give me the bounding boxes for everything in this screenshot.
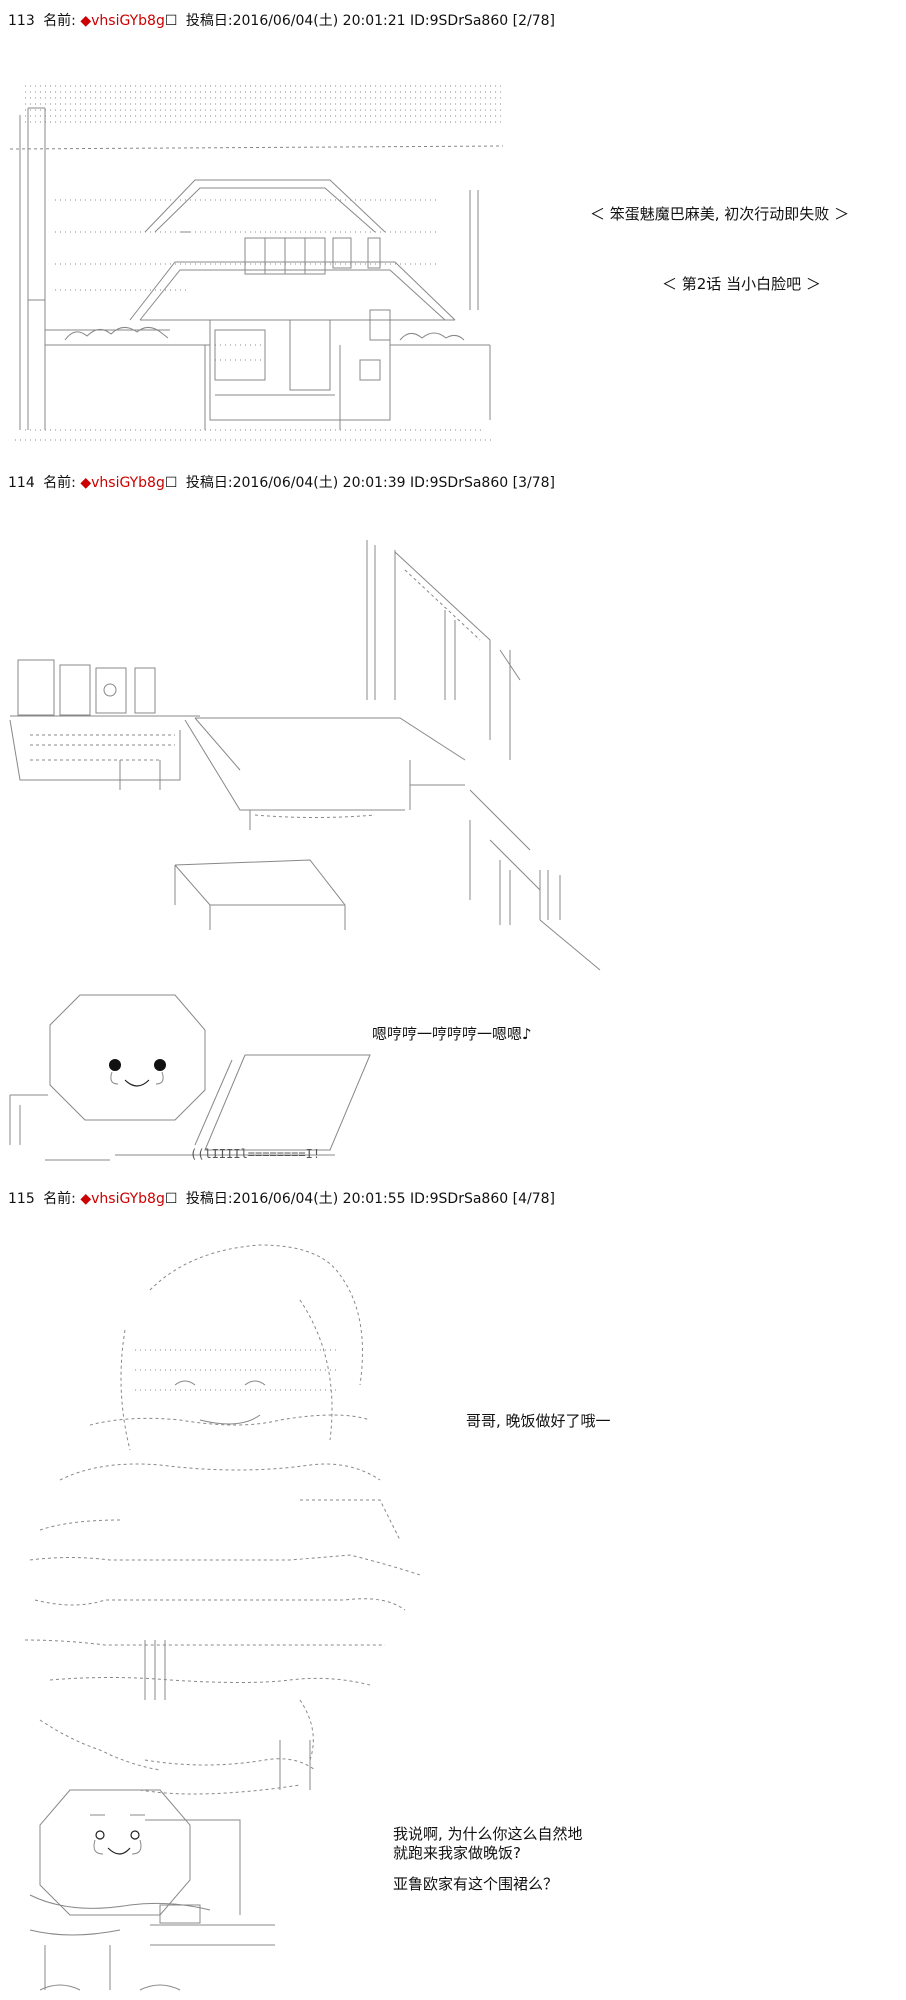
post-page: [3/78] (512, 475, 555, 491)
chapter-title: ＜ 笨蛋魅魔巴麻美, 初次行动即失败 ＞ (590, 205, 850, 223)
reply-dialogue: 我说啊, 为什么你这么自然地 就跑来我家做晚饭? 亚鲁欧家有这个围裙么？ (393, 1825, 583, 1894)
post-id: ID:9SDrSa860 (410, 475, 509, 491)
reply-line-1: 我说啊, 为什么你这么自然地 (393, 1825, 583, 1843)
girl-dialogue: 哥哥, 晚饭做好了哦一 (466, 1412, 611, 1430)
author-trip[interactable]: ◆vhsiGYb8g (80, 1191, 165, 1207)
post-number: 113 (8, 13, 35, 29)
post-header: 115 名前: ◆vhsiGYb8g☐ 投稿日:2016/06/04(土) 20… (8, 1188, 555, 1208)
chapter-subtitle: ＜ 第2话 当小白脸吧 ＞ (662, 275, 821, 293)
trip-suffix-glyph: ☐ (164, 1191, 178, 1207)
house-ascii-art (0, 0, 906, 470)
name-label: 名前: (43, 475, 76, 491)
post-date: 投稿日:2016/06/04(土) 20:01:39 (185, 475, 406, 491)
post-id: ID:9SDrSa860 (410, 13, 509, 29)
post-header: 113 名前: ◆vhsiGYb8g☐ 投稿日:2016/06/04(土) 20… (8, 10, 555, 30)
name-label: 名前: (43, 13, 76, 29)
post-page: [2/78] (512, 13, 555, 29)
hum-line: 嗯哼哼一哼哼哼一嗯嗯♪ (372, 1025, 532, 1043)
reply-line-3: 亚鲁欧家有这个围裙么？ (393, 1875, 559, 1893)
author-trip[interactable]: ◆vhsiGYb8g (80, 475, 165, 491)
post-date: 投稿日:2016/06/04(土) 20:01:55 (185, 1191, 406, 1207)
reply-line-2: 就跑来我家做晚饭? (393, 1844, 521, 1862)
post-header: 114 名前: ◆vhsiGYb8g☐ 投稿日:2016/06/04(土) 20… (8, 472, 555, 492)
post-number: 115 (8, 1191, 35, 1207)
trip-suffix-glyph: ☐ (164, 475, 178, 491)
post-page: [4/78] (512, 1191, 555, 1207)
author-trip[interactable]: ◆vhsiGYb8g (80, 13, 165, 29)
room-ascii-art (9, 540, 601, 1161)
trip-suffix-glyph: ☐ (164, 13, 178, 29)
name-label: 名前: (43, 1191, 76, 1207)
post-date: 投稿日:2016/06/04(土) 20:01:21 (185, 13, 406, 29)
laptop-keyboard-text: ((lIIIIl========I! (190, 1147, 321, 1161)
post-id: ID:9SDrSa860 (410, 1191, 509, 1207)
post-number: 114 (8, 475, 35, 491)
